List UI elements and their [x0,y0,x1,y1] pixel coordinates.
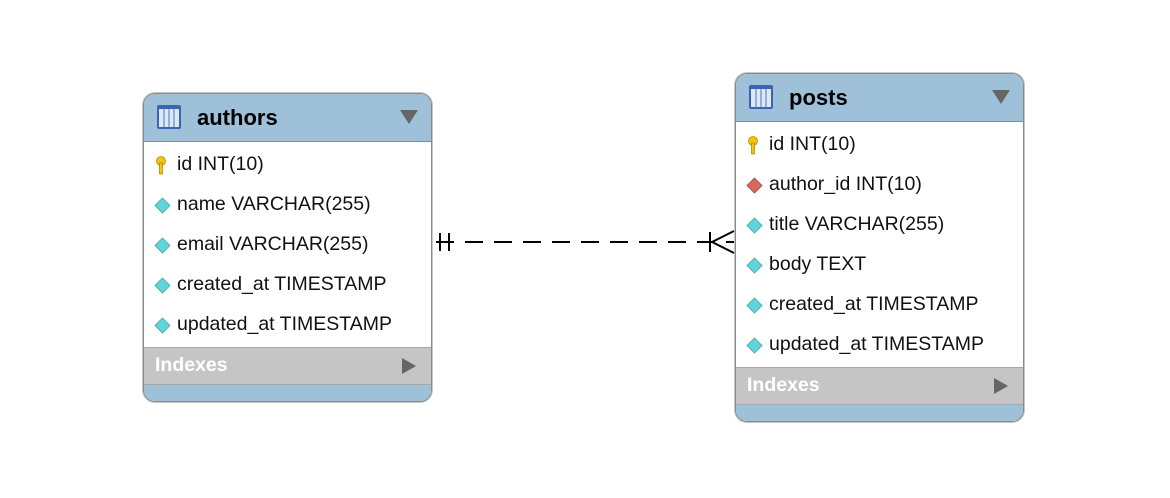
column-row[interactable]: id INT(10) [736,125,1023,165]
foreign-key-icon [746,176,763,194]
column-icon [746,296,763,314]
table-footer [736,405,1023,421]
table-header[interactable]: posts [736,74,1023,122]
column-label: updated_at TIMESTAMP [769,333,984,356]
indexes-label: Indexes [747,374,820,396]
primary-key-icon [748,135,758,154]
table-icon [157,105,181,129]
table-footer [144,385,431,401]
one-to-many-marker [709,230,735,254]
column-icon [746,256,763,274]
collapse-triangle-icon[interactable] [399,109,419,125]
column-row[interactable]: created_at TIMESTAMP [736,285,1023,325]
column-icon [154,276,171,294]
column-label: created_at TIMESTAMP [177,273,387,296]
posts-table[interactable]: posts id INT(10) author_id INT(10) title… [735,73,1024,422]
column-label: id INT(10) [177,153,264,176]
primary-key-icon [156,155,166,174]
column-icon [746,216,763,234]
indexes-section[interactable]: Indexes [144,347,431,385]
column-label: body TEXT [769,253,867,276]
column-row[interactable]: author_id INT(10) [736,165,1023,205]
column-label: author_id INT(10) [769,173,922,196]
column-icon [154,196,171,214]
column-list: id INT(10) name VARCHAR(255) email VARCH… [144,142,431,347]
column-row[interactable]: id INT(10) [144,145,431,185]
column-row[interactable]: updated_at TIMESTAMP [144,305,431,345]
column-label: title VARCHAR(255) [769,213,945,236]
collapse-triangle-icon[interactable] [991,89,1011,105]
column-label: name VARCHAR(255) [177,193,371,216]
column-row[interactable]: title VARCHAR(255) [736,205,1023,245]
column-row[interactable]: updated_at TIMESTAMP [736,325,1023,365]
table-header[interactable]: authors [144,94,431,142]
column-row[interactable]: body TEXT [736,245,1023,285]
indexes-label: Indexes [155,354,228,376]
column-icon [154,236,171,254]
expand-triangle-icon[interactable] [993,377,1009,395]
column-row[interactable]: created_at TIMESTAMP [144,265,431,305]
table-title: authors [197,105,278,130]
indexes-section[interactable]: Indexes [736,367,1023,405]
column-label: updated_at TIMESTAMP [177,313,392,336]
table-title: posts [789,85,848,110]
authors-table[interactable]: authors id INT(10) name VARCHAR(255) ema… [143,93,432,402]
column-row[interactable]: name VARCHAR(255) [144,185,431,225]
expand-triangle-icon[interactable] [401,357,417,375]
column-row[interactable]: email VARCHAR(255) [144,225,431,265]
column-icon [746,336,763,354]
table-icon [749,85,773,109]
column-icon [154,316,171,334]
column-label: created_at TIMESTAMP [769,293,979,316]
column-label: id INT(10) [769,133,856,156]
column-label: email VARCHAR(255) [177,233,369,256]
column-list: id INT(10) author_id INT(10) title VARCH… [736,122,1023,367]
